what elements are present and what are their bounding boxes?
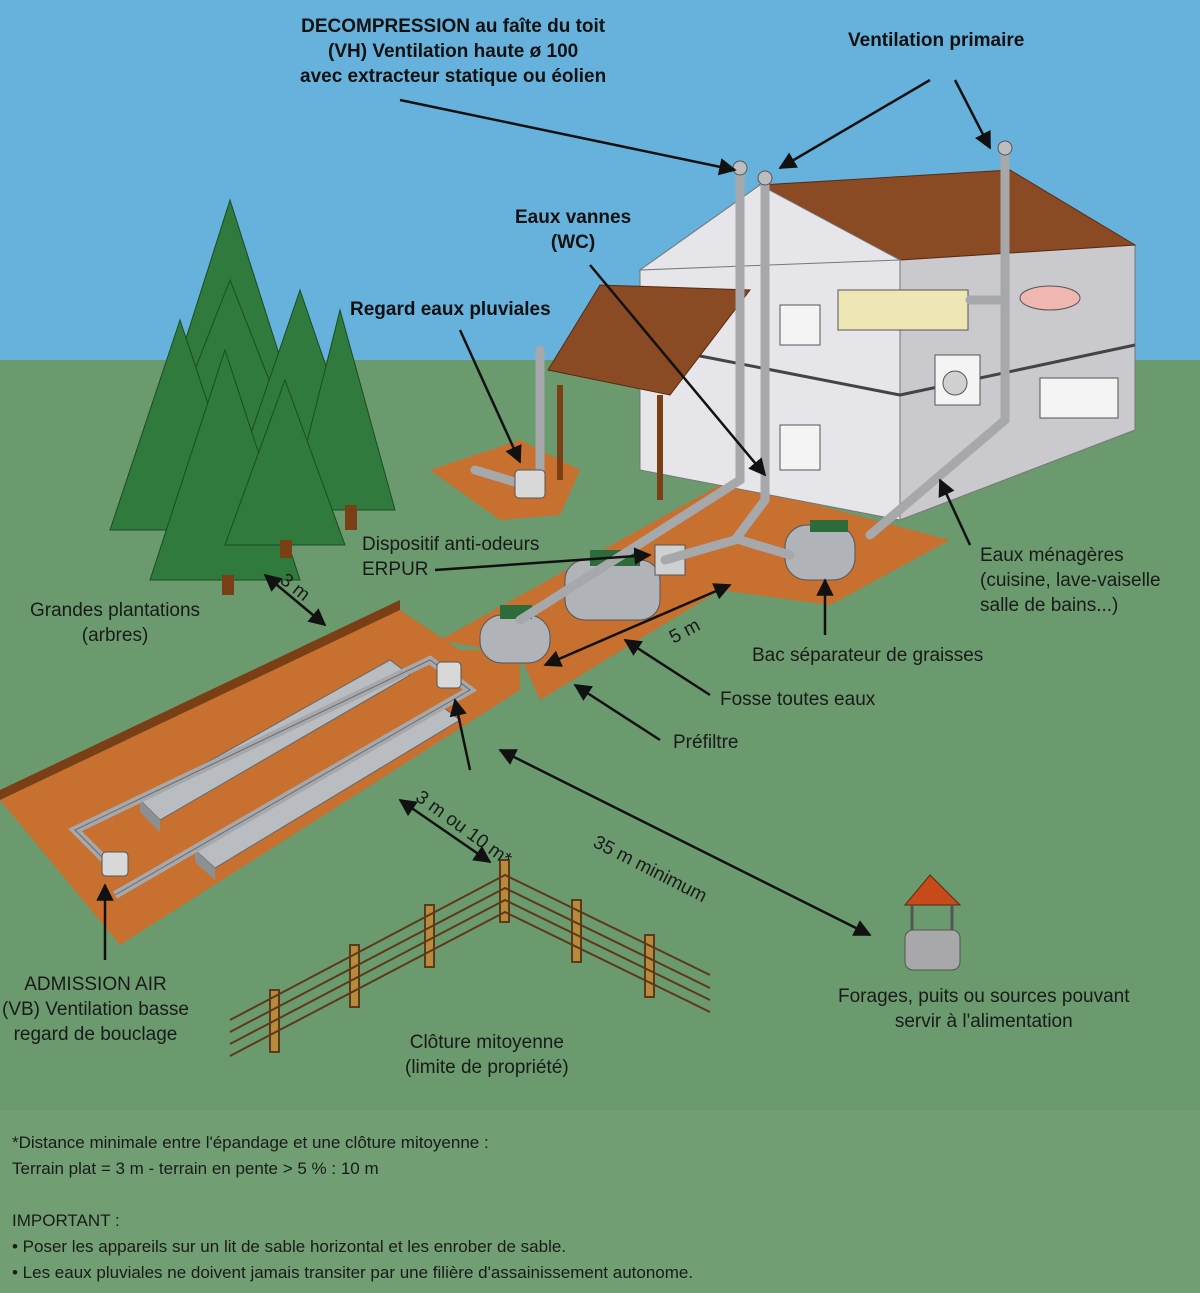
important-item-2: • Les eaux pluviales ne doivent jamais t… (12, 1263, 694, 1282)
label-cloture-line2: (limite de propriété) (405, 1057, 569, 1078)
footnote-line2: Terrain plat = 3 m - terrain en pente > … (12, 1159, 379, 1178)
wc-upper (779, 304, 821, 346)
label-eaux-menageres-line2: (cuisine, lave-vaiselle (980, 570, 1161, 591)
label-anti-odeurs: Dispositif anti-odeurs ERPUR (362, 532, 539, 582)
label-decompression: DECOMPRESSION au faîte du toit (VH) Vent… (300, 14, 606, 89)
label-eaux-vannes-line2: (WC) (550, 232, 596, 253)
label-eaux-menageres-line3: salle de bains...) (980, 595, 1119, 616)
label-prefiltre: Préfiltre (673, 732, 739, 753)
bathtub (837, 289, 969, 331)
label-ventilation-primaire: Ventilation primaire (848, 30, 1025, 51)
label-cloture: Clôture mitoyenne (limite de propriété) (405, 1030, 569, 1080)
label-admission-air-line1: ADMISSION AIR (24, 974, 167, 995)
wc-lower (779, 424, 821, 471)
label-forages-line1: Forages, puits ou sources pouvant (838, 986, 1130, 1007)
well (903, 874, 962, 971)
label-fosse: Fosse toutes eaux (720, 689, 876, 710)
label-admission-air: ADMISSION AIR (VB) Ventilation basse reg… (2, 972, 189, 1047)
label-grandes-plantations: Grandes plantations (arbres) (30, 598, 200, 648)
label-eaux-menageres-line1: Eaux ménagères (980, 545, 1124, 566)
label-decompression-line1: DECOMPRESSION au faîte du toit (301, 16, 606, 37)
label-cloture-line1: Clôture mitoyenne (409, 1032, 564, 1053)
label-eaux-menageres: Eaux ménagères (cuisine, lave-vaiselle s… (980, 543, 1161, 618)
label-eaux-vannes-line1: Eaux vannes (515, 207, 632, 228)
label-grandes-plantations-line2: (arbres) (81, 625, 149, 646)
prefilter-tank (479, 614, 551, 664)
leader-arrows (96, 78, 992, 960)
label-decompression-line2: (VH) Ventilation haute ø 100 (328, 41, 579, 62)
label-anti-odeurs-line1: Dispositif anti-odeurs (362, 534, 540, 555)
important-title: IMPORTANT : (12, 1211, 120, 1230)
label-bac-separateur: Bac séparateur de graisses (752, 645, 984, 666)
label-regard-pluviales: Regard eaux pluviales (350, 299, 551, 320)
notes-background (0, 1110, 1200, 1293)
trees (109, 198, 396, 595)
rainwater-regard (514, 469, 546, 499)
label-eaux-vannes: Eaux vannes (WC) (515, 205, 631, 255)
label-decompression-line3: avec extracteur statique ou éolien (300, 66, 607, 87)
grease-trap (784, 524, 856, 581)
label-anti-odeurs-line2: ERPUR (362, 559, 429, 580)
vb-regard (101, 851, 129, 877)
label-grandes-plantations-line1: Grandes plantations (30, 600, 201, 621)
distribution-regard (436, 661, 462, 689)
spreading-bed (68, 655, 478, 899)
label-forages: Forages, puits ou sources pouvant servir… (838, 984, 1130, 1034)
washbasin (1019, 285, 1081, 311)
house (547, 169, 1137, 521)
label-admission-air-line3: regard de bouclage (13, 1024, 178, 1045)
label-forages-line2: servir à l'alimentation (894, 1011, 1073, 1032)
important-item-1: • Poser les appareils sur un lit de sabl… (12, 1237, 567, 1256)
dishwasher-unit (1039, 377, 1119, 419)
label-admission-air-line2: (VB) Ventilation basse (2, 999, 189, 1020)
septic-tank (564, 559, 661, 621)
footnote-line1: *Distance minimale entre l'épandage et u… (12, 1133, 489, 1152)
